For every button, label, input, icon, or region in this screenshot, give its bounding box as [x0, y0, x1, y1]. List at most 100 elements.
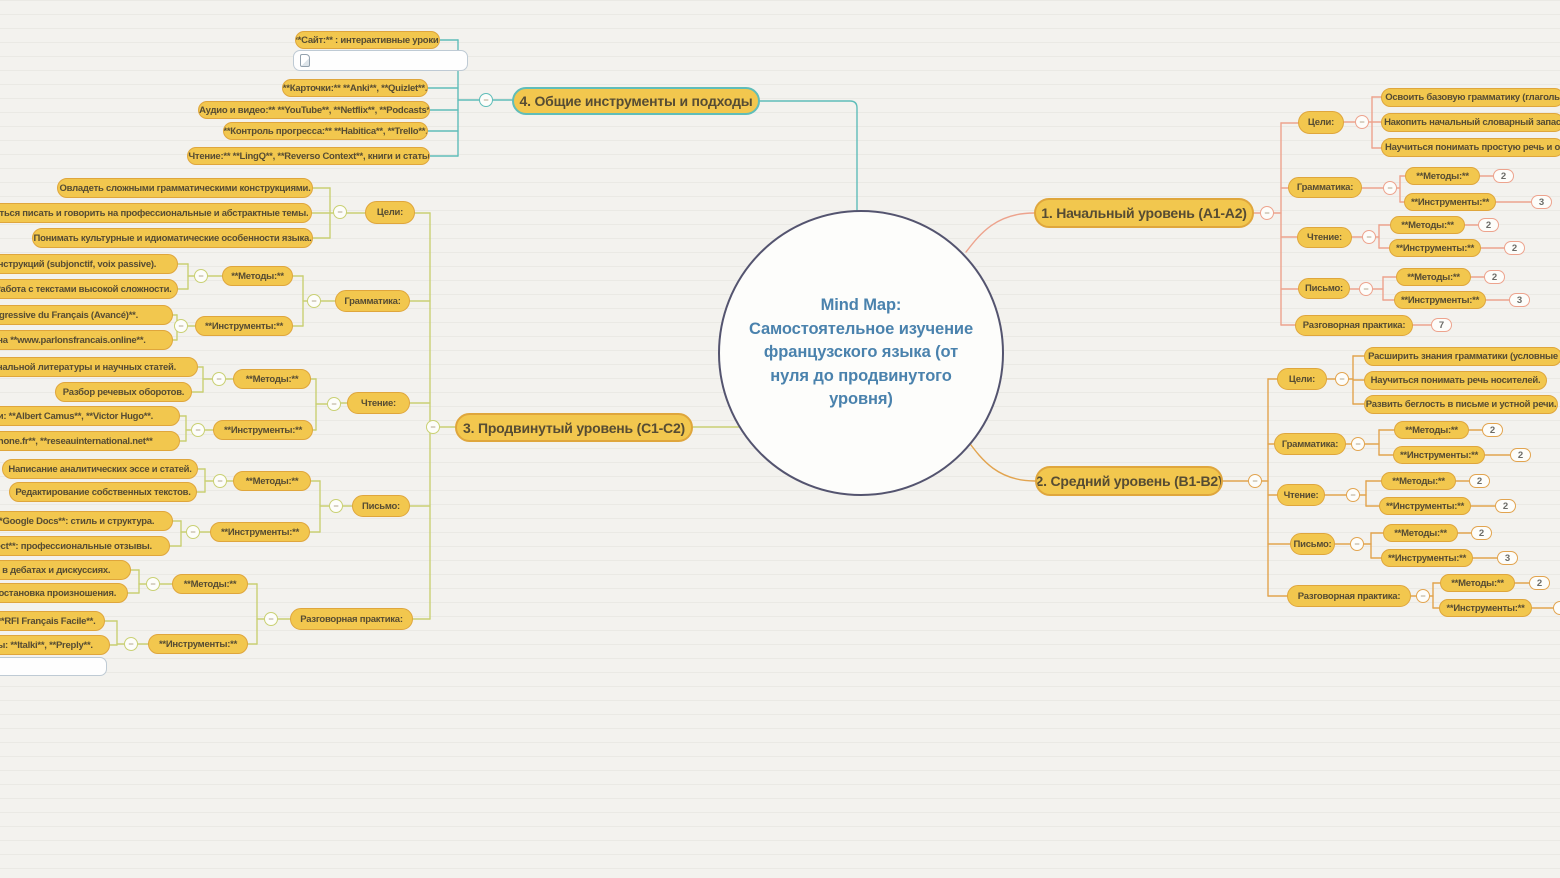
- b3-grammatika-instrumenty-child-1[interactable]: rogressive du Français (Avancé)**.: [0, 305, 173, 325]
- b1-pismo-collapse-icon[interactable]: −: [1359, 282, 1373, 296]
- b1-celi-child-2[interactable]: Накопить начальный словарный запас: [1381, 113, 1560, 132]
- b1-pismo-metody-badge[interactable]: 2: [1484, 270, 1505, 284]
- b3-celi-collapse-icon[interactable]: −: [333, 205, 347, 219]
- b2-grammatika-collapse-icon[interactable]: −: [1351, 437, 1365, 451]
- b3-chtenie-metody-collapse-icon[interactable]: −: [212, 372, 226, 386]
- b1-pismo-topic[interactable]: Письмо:: [1298, 278, 1350, 299]
- b2-chtenie-instrumenty[interactable]: **Инструменты:**: [1379, 497, 1471, 515]
- b2-razgovornaya-collapse-icon[interactable]: −: [1416, 589, 1430, 603]
- b2-pismo-collapse-icon[interactable]: −: [1350, 537, 1364, 551]
- branch1-topic[interactable]: 1. Начальный уровень (A1-A2): [1034, 198, 1254, 228]
- central-topic[interactable]: Mind Map: Самостоятельное изучение франц…: [718, 210, 1004, 496]
- branch3-topic[interactable]: 3. Продвинутый уровень (C1-C2): [455, 413, 693, 442]
- b4-site-attachment[interactable]: [293, 50, 468, 71]
- b3-grammatika-metody-child-2[interactable]: Работа с текстами высокой сложности.: [0, 279, 178, 299]
- branch3-collapse-icon[interactable]: −: [426, 420, 440, 434]
- b3-razgovornaya-metody-child-2[interactable]: Постановка произношения.: [0, 583, 128, 603]
- b3-chtenie-metody-child-2[interactable]: Разбор речевых оборотов.: [55, 382, 192, 402]
- b3-grammatika-metody[interactable]: **Методы:**: [222, 266, 293, 286]
- b1-celi-child-3[interactable]: Научиться понимать простую речь и о: [1381, 138, 1560, 157]
- b3-pismo-collapse-icon[interactable]: −: [329, 499, 343, 513]
- b2-celi-child-2[interactable]: Научиться понимать речь носителей.: [1364, 371, 1547, 390]
- b3-pismo-metody-collapse-icon[interactable]: −: [213, 474, 227, 488]
- b1-pismo-metody[interactable]: **Методы:**: [1396, 268, 1471, 286]
- b3-chtenie-instrumenty-collapse-icon[interactable]: −: [191, 423, 205, 437]
- b1-grammatika-instrumenty[interactable]: **Инструменты:**: [1404, 193, 1496, 211]
- b4-kartochki-pill[interactable]: **Карточки:** **Anki**, **Quizlet**.: [282, 79, 428, 97]
- b3-grammatika-instrumenty-child-2[interactable]: на **www.parlonsfrancais.online**.: [0, 330, 173, 350]
- b2-pismo-topic[interactable]: Письмо:: [1290, 533, 1335, 555]
- branch2-collapse-icon[interactable]: −: [1248, 474, 1262, 488]
- b3-chtenie-metody-child-1[interactable]: игинальной литературы и научных статей.: [0, 357, 198, 377]
- b2-grammatika-instrumenty-badge[interactable]: 2: [1510, 448, 1531, 462]
- b3-grammatika-collapse-icon[interactable]: −: [307, 294, 321, 308]
- b1-chtenie-topic[interactable]: Чтение:: [1297, 227, 1352, 248]
- b1-razgovornaya-topic[interactable]: Разговорная практика:: [1295, 315, 1413, 336]
- b1-chtenie-instrumenty[interactable]: **Инструменты:**: [1389, 239, 1481, 257]
- b3-grammatika-instrumenty-collapse-icon[interactable]: −: [174, 319, 188, 333]
- b1-grammatika-metody-badge[interactable]: 2: [1493, 169, 1514, 183]
- b2-chtenie-collapse-icon[interactable]: −: [1346, 488, 1360, 502]
- b2-chtenie-topic[interactable]: Чтение:: [1277, 484, 1325, 506]
- b2-razgovornaya-instrumenty[interactable]: **Инструменты:**: [1439, 599, 1532, 617]
- b4-site-pill[interactable]: **Сайт:** : интерактивные уроки.: [295, 31, 440, 49]
- branch4-topic[interactable]: 4. Общие инструменты и подходы: [512, 87, 760, 115]
- b4-kontrol-progressa-pill[interactable]: **Контроль прогресса:** **Habitica**, **…: [223, 122, 428, 140]
- b3-chtenie-instrumenty[interactable]: **Инструменты:**: [213, 420, 313, 440]
- b1-chtenie-instrumenty-badge[interactable]: 2: [1504, 241, 1525, 255]
- b1-pismo-instrumenty[interactable]: **Инструменты:**: [1394, 291, 1486, 309]
- b3-razgovornaya-metody-collapse-icon[interactable]: −: [146, 577, 160, 591]
- b2-pismo-instrumenty-badge[interactable]: 3: [1497, 551, 1518, 565]
- b2-chtenie-metody[interactable]: **Методы:**: [1381, 472, 1456, 490]
- b1-celi-collapse-icon[interactable]: −: [1355, 115, 1369, 129]
- b3-celi-topic[interactable]: Цели:: [365, 201, 415, 224]
- b1-chtenie-collapse-icon[interactable]: −: [1362, 230, 1376, 244]
- b2-grammatika-metody[interactable]: **Методы:**: [1394, 421, 1469, 439]
- b2-chtenie-metody-badge[interactable]: 2: [1469, 474, 1490, 488]
- b3-grammatika-topic[interactable]: Грамматика:: [335, 290, 410, 312]
- b2-razgovornaya-topic[interactable]: Разговорная практика:: [1287, 585, 1411, 607]
- b3-chtenie-instrumenty-child-1[interactable]: ли: **Albert Camus**, **Victor Hugo**.: [0, 406, 180, 426]
- b3-grammatika-metody-collapse-icon[interactable]: −: [194, 269, 208, 283]
- b1-chtenie-metody[interactable]: **Методы:**: [1390, 216, 1465, 234]
- b3-razgovornaya-instrumenty[interactable]: **Инструменты:**: [148, 634, 248, 654]
- b1-grammatika-collapse-icon[interactable]: −: [1383, 181, 1397, 195]
- b3-razgovornaya-instrumenty-collapse-icon[interactable]: −: [124, 637, 138, 651]
- b3-pismo-instrumenty-child-1[interactable]: , **Google Docs**: стиль и структура.: [0, 511, 173, 531]
- b3-razgovornaya-instrumenty-child-2[interactable]: ы: **Italki**, **Preply**.: [0, 635, 110, 655]
- b1-razgovornaya-badge[interactable]: 7: [1431, 318, 1452, 332]
- branch4-collapse-icon[interactable]: −: [479, 93, 493, 107]
- b1-grammatika-metody[interactable]: **Методы:**: [1405, 167, 1480, 185]
- b3-razgovornaya-topic[interactable]: Разговорная практика:: [290, 608, 413, 630]
- b3-celi-child-3[interactable]: Понимать культурные и идиоматические осо…: [32, 228, 313, 248]
- b3-razgovornaya-instrumenty-child-1[interactable]: **RFI Français Facile**.: [0, 611, 105, 631]
- b2-chtenie-instrumenty-badge[interactable]: 2: [1495, 499, 1516, 513]
- b3-razgovornaya-instrumenty-attachment[interactable]: [0, 657, 107, 676]
- b2-celi-collapse-icon[interactable]: −: [1335, 372, 1349, 386]
- b3-pismo-instrumenty[interactable]: **Инструменты:**: [210, 522, 310, 542]
- b3-pismo-metody-child-1[interactable]: Написание аналитических эссе и статей.: [2, 459, 198, 479]
- b2-pismo-metody[interactable]: **Методы:**: [1383, 524, 1458, 542]
- b2-celi-topic[interactable]: Цели:: [1277, 368, 1327, 390]
- b1-pismo-instrumenty-badge[interactable]: 3: [1509, 293, 1530, 307]
- b3-pismo-instrumenty-collapse-icon[interactable]: −: [186, 525, 200, 539]
- branch1-collapse-icon[interactable]: −: [1260, 206, 1274, 220]
- b2-razgovornaya-metody[interactable]: **Методы:**: [1440, 574, 1515, 592]
- b2-pismo-metody-badge[interactable]: 2: [1471, 526, 1492, 540]
- b2-razgovornaya-metody-badge[interactable]: 2: [1529, 576, 1550, 590]
- b3-grammatika-metody-child-1[interactable]: и конструкций (subjonctif, voix passive)…: [0, 254, 178, 274]
- b1-celi-child-1[interactable]: Освоить базовую грамматику (глаголь: [1381, 88, 1560, 107]
- b3-pismo-instrumenty-child-2[interactable]: orrect**: профессиональные отзывы.: [0, 536, 170, 556]
- b1-chtenie-metody-badge[interactable]: 2: [1478, 218, 1499, 232]
- b2-celi-child-1[interactable]: Расширить знания грамматики (условные: [1364, 347, 1560, 366]
- b1-grammatika-instrumenty-badge[interactable]: 3: [1531, 195, 1552, 209]
- b3-chtenie-collapse-icon[interactable]: −: [327, 397, 341, 411]
- b3-razgovornaya-metody[interactable]: **Методы:**: [172, 574, 248, 594]
- branch2-topic[interactable]: 2. Средний уровень (B1-B2): [1035, 466, 1223, 496]
- b3-pismo-metody[interactable]: **Методы:**: [233, 471, 311, 491]
- b2-celi-child-3[interactable]: Развить беглость в письме и устной речи.: [1364, 395, 1558, 414]
- b3-razgovornaya-metody-child-1[interactable]: тие в дебатах и дискуссиях.: [0, 560, 131, 580]
- b2-grammatika-instrumenty[interactable]: **Инструменты:**: [1393, 446, 1485, 464]
- b3-pismo-topic[interactable]: Письмо:: [352, 495, 410, 517]
- b3-pismo-metody-child-2[interactable]: Редактирование собственных текстов.: [9, 482, 197, 502]
